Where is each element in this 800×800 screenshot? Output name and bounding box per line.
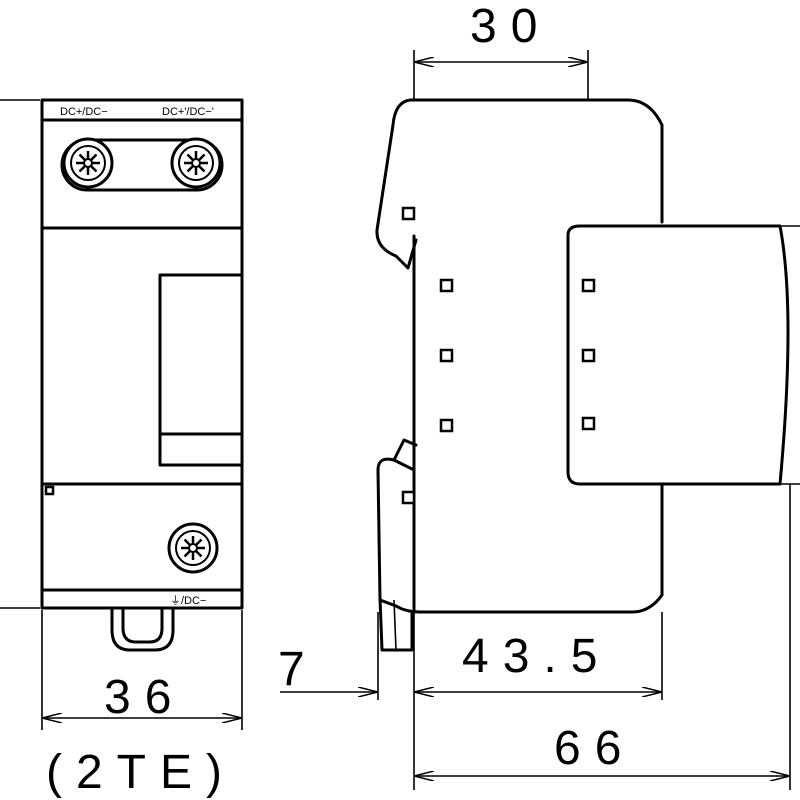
- din-clip-inner: [121, 608, 164, 644]
- dimension-width-value: 36: [104, 671, 185, 724]
- rail-clip: [378, 596, 414, 652]
- housing-rear-profile: [376, 234, 664, 614]
- dimension-body-depth-value: 43.5: [462, 630, 611, 683]
- terminal-bottom-label: ⏚/DC−: [170, 594, 206, 607]
- indicator-marker: [44, 485, 55, 496]
- dimension-top-depth-value: 30: [470, 0, 551, 53]
- vent-slot: [581, 278, 596, 293]
- dimension-width-units: (2TE): [46, 746, 236, 799]
- dim-text-mask: [95, 675, 185, 715]
- vent-slot: [439, 278, 454, 293]
- vent-slot: [439, 418, 454, 433]
- vent-slot: [439, 348, 454, 363]
- rail-clip-detail: [393, 599, 397, 651]
- vent-slot: [401, 490, 416, 505]
- terminal-top-left-label: DC+/DC−: [60, 106, 108, 118]
- screw-icon: [170, 137, 222, 189]
- plug-in-module: [566, 224, 790, 486]
- vent-slot: [581, 348, 596, 363]
- screw-icon: [167, 522, 219, 574]
- screw-icon: [62, 137, 114, 189]
- status-window: [158, 273, 244, 467]
- terminal-top-right-label: DC+'/DC−': [162, 106, 214, 118]
- dim-text-mask: [462, 6, 548, 46]
- front-view: DC+/DC− DC+'/DC−' ⏚/DC− 36 (2TE): [0, 98, 244, 799]
- din-clip: [110, 608, 175, 652]
- vent-slot: [581, 416, 596, 431]
- dim-text-mask: [548, 720, 638, 770]
- latch: [392, 438, 418, 462]
- screw-bridge: [60, 138, 224, 192]
- dimension-overall-depth-value: 66: [554, 722, 635, 775]
- dimension-rail-offset-value: 7: [278, 643, 319, 696]
- dim-text-mask: [458, 636, 618, 676]
- side-view: 30 7 43.5 66: [278, 0, 800, 790]
- vent-slot: [401, 206, 416, 221]
